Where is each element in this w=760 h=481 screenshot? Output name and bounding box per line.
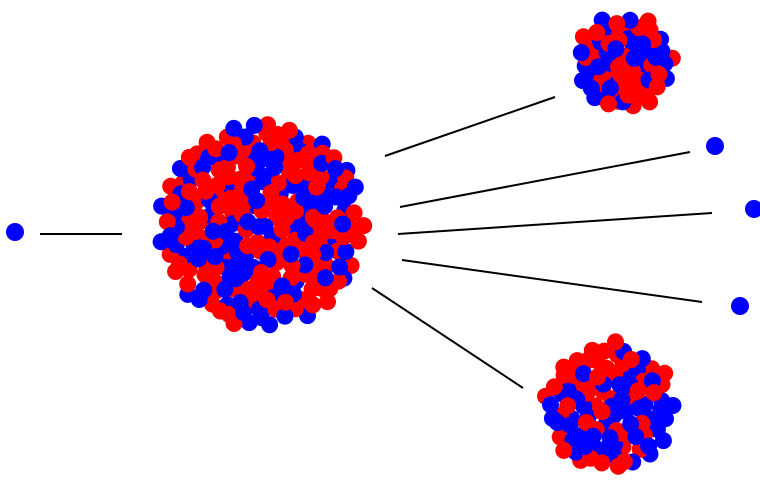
neutron — [334, 216, 351, 233]
proton — [616, 453, 633, 470]
proton — [287, 167, 304, 184]
target-nucleus — [153, 116, 373, 333]
proton — [596, 343, 613, 360]
neutron — [640, 438, 657, 455]
neutron — [585, 428, 602, 445]
neutron — [575, 365, 592, 382]
neutron — [218, 223, 235, 240]
proton — [278, 209, 295, 226]
emitted-neutron-2 — [745, 200, 760, 218]
path-to-fragment-bottom — [372, 288, 523, 388]
neutron — [240, 213, 257, 230]
neutron — [622, 415, 639, 432]
neutron — [243, 181, 260, 198]
proton — [594, 403, 611, 420]
neutron — [235, 304, 252, 321]
proton — [187, 223, 204, 240]
proton — [608, 15, 625, 32]
incoming-neutron — [6, 223, 24, 241]
proton — [575, 28, 592, 45]
proton — [308, 179, 325, 196]
proton — [620, 87, 637, 104]
proton — [167, 263, 184, 280]
path-to-neutron-1 — [400, 152, 690, 207]
proton — [258, 291, 275, 308]
proton — [194, 172, 211, 189]
proton — [555, 442, 572, 459]
neutron — [251, 142, 268, 159]
proton — [159, 213, 176, 230]
neutron — [261, 316, 278, 333]
proton — [623, 351, 640, 368]
neutron — [331, 259, 348, 276]
neutron — [607, 40, 624, 57]
neutron — [162, 227, 179, 244]
neutron — [227, 270, 244, 287]
proton — [277, 294, 294, 311]
neutron — [573, 44, 590, 61]
proton — [313, 226, 330, 243]
proton — [649, 78, 666, 95]
neutron — [225, 120, 242, 137]
neutron — [583, 80, 600, 97]
emitted-neutron-1 — [706, 137, 724, 155]
neutron — [542, 396, 559, 413]
proton — [559, 397, 576, 414]
proton — [281, 122, 298, 139]
neutron — [221, 144, 238, 161]
neutron — [613, 391, 630, 408]
proton — [263, 184, 280, 201]
proton — [630, 382, 647, 399]
proton — [304, 296, 321, 313]
proton — [239, 237, 256, 254]
neutron — [665, 397, 682, 414]
proton — [164, 194, 181, 211]
fission-fragment-bottom — [537, 333, 682, 474]
proton — [253, 264, 270, 281]
emitted-neutron-3 — [731, 297, 749, 315]
path-to-neutron-2 — [398, 213, 712, 234]
proton — [181, 183, 198, 200]
proton — [238, 158, 255, 175]
neutron — [590, 58, 607, 75]
neutron — [190, 250, 207, 267]
neutron — [647, 49, 664, 66]
proton — [646, 384, 663, 401]
neutron — [283, 246, 300, 263]
proton — [593, 454, 610, 471]
neutron — [266, 159, 283, 176]
neutron — [634, 36, 651, 53]
neutron — [246, 117, 263, 134]
neutron — [274, 278, 291, 295]
proton — [350, 233, 367, 250]
proton — [600, 95, 617, 112]
path-to-fragment-top — [385, 97, 555, 156]
proton — [598, 360, 615, 377]
proton — [179, 276, 196, 293]
neutron — [626, 50, 643, 67]
proton — [555, 359, 572, 376]
neutron — [195, 282, 212, 299]
neutron — [317, 269, 334, 286]
proton — [641, 93, 658, 110]
fission-fragment-top — [573, 12, 681, 115]
neutron — [602, 429, 619, 446]
neutron — [327, 160, 344, 177]
neutron — [316, 198, 333, 215]
path-to-neutron-3 — [402, 260, 702, 302]
